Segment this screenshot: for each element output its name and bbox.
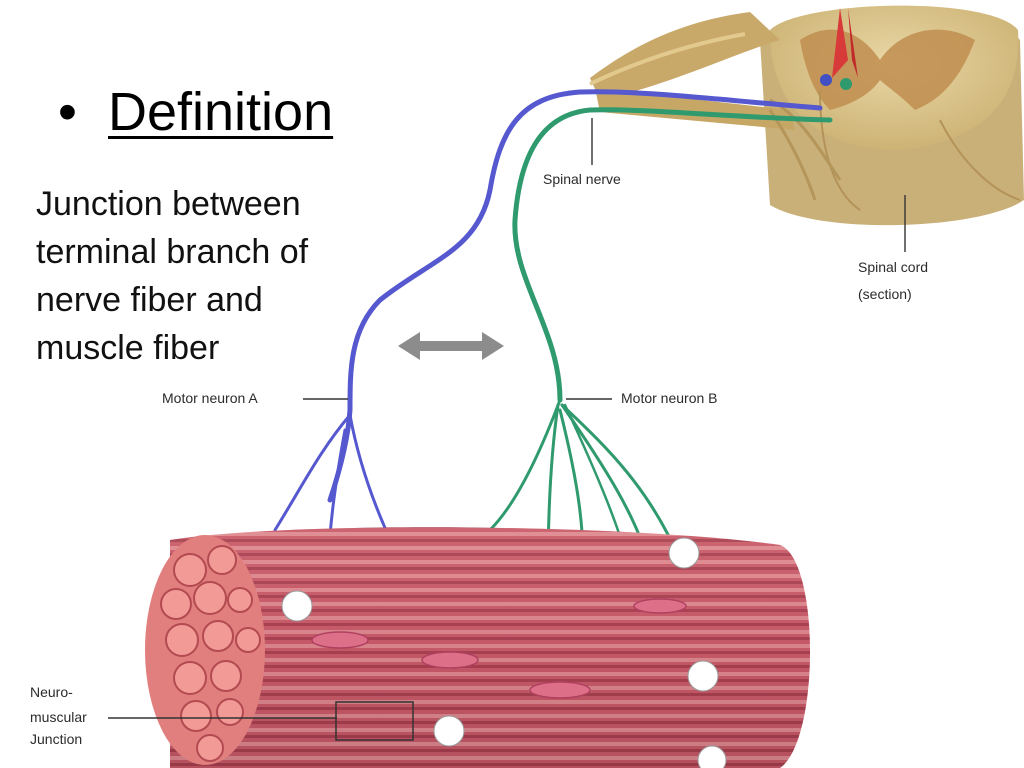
definition-line: terminal branch of — [36, 233, 309, 271]
motor-neuron-a-label: Motor neuron A — [162, 390, 258, 406]
definition-line: nerve fiber and — [36, 281, 263, 319]
motor-neuron-b-label: Motor neuron B — [621, 390, 718, 406]
nmj-label-line1: Neuro- — [30, 684, 73, 700]
definition-line: muscle fiber — [36, 329, 220, 367]
spinal-cord-label: Spinal cord — [858, 259, 929, 275]
heading: • Definition — [58, 82, 333, 142]
spinal-cord — [760, 5, 1024, 226]
bullet-icon: • — [58, 82, 77, 142]
heading-text: Definition — [108, 82, 334, 142]
double-arrow-icon — [398, 332, 504, 360]
nmj-label-line3: Junction — [30, 731, 83, 747]
definition-line: Junction between — [36, 185, 301, 223]
nmj-label-line2: muscular — [30, 709, 87, 725]
muscle-fiber — [145, 527, 810, 768]
spinal-cord-sublabel: (section) — [858, 286, 912, 302]
definition-text: Junction between terminal branch of nerv… — [36, 180, 366, 372]
nmj-highlight-box — [335, 701, 414, 741]
spinal-nerve-label: Spinal nerve — [543, 171, 621, 187]
